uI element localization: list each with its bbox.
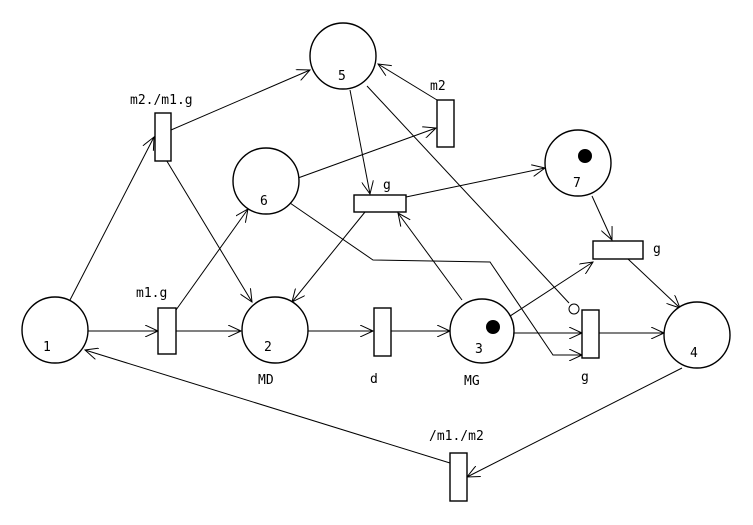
place-circle xyxy=(449,298,515,364)
transition-bar xyxy=(373,307,392,357)
place-circle xyxy=(232,147,300,215)
transition-g-right[interactable]: g xyxy=(592,240,661,260)
place-label: 4 xyxy=(690,346,698,361)
arc-t-g-right-p4 xyxy=(627,258,680,308)
arcs xyxy=(69,64,683,477)
place-circle xyxy=(663,301,731,369)
arc-t-g-center-p2 xyxy=(292,211,366,302)
token xyxy=(486,320,500,334)
place-label: 1 xyxy=(43,340,51,355)
arc-p1-t-m2m1g xyxy=(69,137,154,301)
transition-label: m2 xyxy=(430,79,446,94)
arc-t-g-center-p7 xyxy=(405,168,545,198)
inhibitor-circle xyxy=(568,303,580,315)
place-4[interactable]: 4 xyxy=(663,301,731,369)
arc-p3-t-g-center xyxy=(398,213,463,301)
transition-d[interactable]: d xyxy=(370,307,392,387)
transition-bar xyxy=(157,307,177,355)
place-6[interactable]: 6 xyxy=(232,147,300,215)
place-circle xyxy=(21,296,89,364)
place-label: 6 xyxy=(260,194,268,209)
place-circle xyxy=(544,129,612,197)
place-label: 2 xyxy=(264,340,272,355)
transition-m2m1g[interactable]: m2./m1.g xyxy=(130,93,193,162)
transition-bar xyxy=(436,99,455,148)
transition-bar xyxy=(592,240,644,260)
place-7[interactable]: 7 xyxy=(544,129,612,197)
transition-label: m2./m1.g xyxy=(130,93,193,108)
transition-label: m1.g xyxy=(136,286,167,301)
place-sublabel: MD xyxy=(258,373,274,388)
place-circle xyxy=(241,296,309,364)
arc-t-m2m1g-p2 xyxy=(164,157,252,302)
arc-p6-t-g-bottom xyxy=(289,202,582,355)
place-sublabel: MG xyxy=(464,374,480,389)
place-label: 3 xyxy=(475,342,483,357)
transition-label: d xyxy=(370,372,378,387)
transition-m1g[interactable]: m1.g xyxy=(136,286,177,355)
token xyxy=(578,149,592,163)
transition-bar xyxy=(449,452,468,502)
arc-p5-t-g-bottom-inhibitor xyxy=(366,85,570,304)
place-3[interactable]: 3 MG xyxy=(449,298,515,389)
transition-g-bottom[interactable]: g xyxy=(581,309,600,385)
arc-t-m2m1g-p5 xyxy=(170,70,310,131)
arc-p7-t-g-right xyxy=(591,195,612,240)
transition-m2[interactable]: m2 xyxy=(430,79,455,148)
transition-g-center[interactable]: g xyxy=(353,178,407,213)
arc-p6-t-m2 xyxy=(297,128,436,179)
transition-label: g xyxy=(581,370,589,385)
transition-bar xyxy=(581,309,600,359)
place-5[interactable]: 5 xyxy=(309,22,377,90)
arc-p3-t-g-right xyxy=(506,262,593,319)
arc-t-m2-p5 xyxy=(378,64,438,101)
place-2[interactable]: 2 MD xyxy=(241,296,309,388)
place-label: 5 xyxy=(338,69,346,84)
transition-label: g xyxy=(383,178,391,193)
arc-t-m1g-p6 xyxy=(175,209,248,311)
transition-label: /m1./m2 xyxy=(429,429,484,444)
place-circle xyxy=(309,22,377,90)
transition-label: g xyxy=(653,242,661,257)
transition-bar xyxy=(353,194,407,213)
transition-bar xyxy=(154,112,172,162)
arc-t-m1m2-p1 xyxy=(85,350,451,464)
arc-p5-t-g-center xyxy=(349,89,370,194)
transition-m1m2[interactable]: /m1./m2 xyxy=(429,429,484,502)
place-1[interactable]: 1 xyxy=(21,296,89,364)
place-label: 7 xyxy=(573,176,581,191)
arc-p4-t-m1m2 xyxy=(467,367,683,477)
